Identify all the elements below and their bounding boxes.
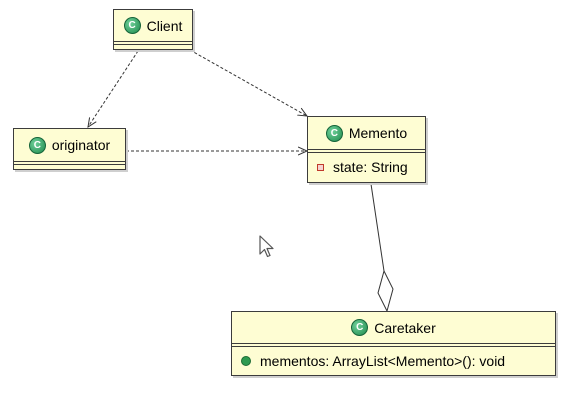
aggregation-caretaker-to-memento bbox=[370, 183, 385, 272]
class-memento-header: C Memento bbox=[308, 117, 425, 153]
attribute-state: state: String bbox=[333, 159, 408, 175]
attribute-row: state: String bbox=[308, 153, 425, 181]
aggregation-diamond-icon bbox=[377, 269, 394, 313]
method-row: mementos: ArrayList<Memento>(): void bbox=[232, 347, 555, 375]
class-originator-header: C originator bbox=[14, 129, 125, 165]
class-client-header: C Client bbox=[114, 10, 192, 45]
class-caretaker[interactable]: C Caretaker mementos: ArrayList<Memento>… bbox=[231, 311, 556, 376]
class-name-caretaker: Caretaker bbox=[374, 319, 436, 336]
dependency-client-to-originator bbox=[88, 50, 139, 127]
dependency-client-to-memento bbox=[189, 49, 307, 116]
method-mementos: mementos: ArrayList<Memento>(): void bbox=[260, 353, 506, 369]
class-icon: C bbox=[325, 124, 343, 142]
class-icon: C bbox=[123, 17, 141, 34]
class-name-memento: Memento bbox=[348, 125, 408, 141]
class-name-originator: originator bbox=[51, 137, 111, 153]
class-client[interactable]: C Client bbox=[113, 9, 193, 50]
class-icon: C bbox=[351, 319, 369, 336]
public-method-icon bbox=[241, 356, 251, 366]
class-caretaker-header: C Caretaker bbox=[232, 312, 555, 347]
class-originator[interactable]: C originator bbox=[13, 128, 126, 170]
class-icon: C bbox=[28, 136, 46, 154]
private-field-icon bbox=[317, 163, 324, 171]
class-memento[interactable]: C Memento state: String bbox=[307, 116, 426, 183]
mouse-pointer-icon bbox=[259, 235, 274, 258]
class-name-client: Client bbox=[146, 17, 183, 34]
